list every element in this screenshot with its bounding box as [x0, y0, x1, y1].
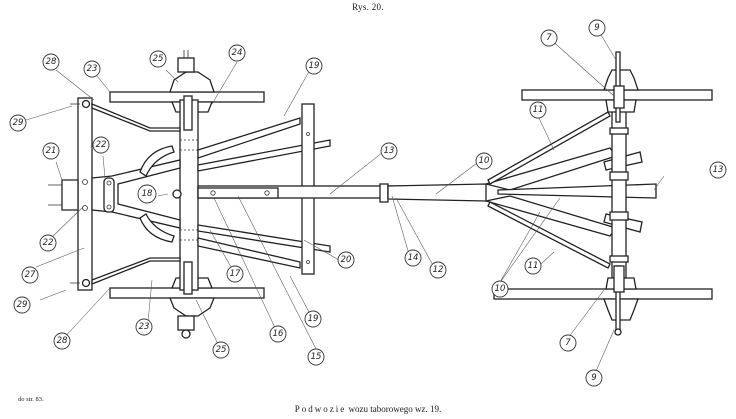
- callout-25: 25: [212, 341, 230, 359]
- callout-24: 24: [228, 44, 246, 62]
- coupling-sleeve: [379, 183, 389, 203]
- rear-hub-cap-bottom: [177, 315, 195, 331]
- callout-20: 20: [337, 251, 355, 269]
- svg-text:28: 28: [57, 336, 68, 346]
- callout-19: 19: [305, 57, 323, 75]
- svg-text:23: 23: [87, 64, 98, 74]
- callout-7: 7: [559, 334, 577, 352]
- callout-22: 22: [39, 234, 57, 252]
- callouts: 28 23 25 24 29 21 22 22 18 27 29 28 23 2…: [9, 19, 727, 387]
- svg-text:27: 27: [25, 270, 36, 280]
- callout-15: 15: [307, 348, 325, 366]
- svg-text:29: 29: [13, 118, 24, 128]
- svg-text:25: 25: [153, 54, 164, 64]
- front-hub-bottom: [603, 298, 639, 321]
- svg-text:10: 10: [479, 156, 490, 166]
- rear-hub-cap-top: [177, 57, 195, 73]
- front-wheel-bottom: [493, 288, 713, 300]
- svg-text:17: 17: [230, 269, 241, 279]
- svg-text:24: 24: [232, 48, 243, 58]
- callout-28: 28: [42, 53, 60, 71]
- front-hub-top: [603, 69, 639, 91]
- page-reference: do str. 83.: [18, 396, 44, 403]
- svg-text:15: 15: [311, 352, 322, 362]
- callout-28: 28: [53, 332, 71, 350]
- callout-21: 21: [42, 142, 60, 160]
- front-pole: [387, 183, 487, 202]
- callout-9: 9: [588, 19, 606, 37]
- svg-text:14: 14: [408, 253, 419, 263]
- callout-29: 29: [13, 296, 31, 314]
- svg-text:11: 11: [528, 261, 539, 271]
- svg-text:16: 16: [273, 329, 284, 339]
- callout-16: 16: [269, 325, 287, 343]
- middle-assembly: [197, 103, 419, 275]
- svg-text:20: 20: [341, 255, 352, 265]
- callout-14: 14: [404, 249, 422, 267]
- leader-lines: [25, 27, 665, 379]
- svg-text:10: 10: [495, 284, 506, 294]
- rear-axle-assembly: [48, 50, 331, 339]
- svg-text:13: 13: [384, 146, 395, 156]
- callout-27: 27: [21, 266, 39, 284]
- callout-13: 13: [380, 142, 398, 160]
- callout-17: 17: [226, 265, 244, 283]
- svg-text:19: 19: [308, 314, 319, 324]
- figure-title: Rys. 20.: [352, 2, 384, 12]
- swingletree-bar: [77, 97, 93, 291]
- figure-caption: Podwozie wozu taborowego wz. 19.: [0, 404, 736, 414]
- callout-9: 9: [585, 369, 603, 387]
- svg-text:28: 28: [46, 57, 57, 67]
- svg-text:18: 18: [142, 189, 153, 199]
- svg-text:23: 23: [139, 322, 150, 332]
- svg-text:9: 9: [594, 23, 599, 33]
- caption-rest: wozu taborowego wz. 19.: [348, 404, 442, 414]
- callout-22: 22: [92, 136, 110, 154]
- callout-18: 18: [137, 184, 157, 204]
- callout-13: 13: [709, 161, 727, 179]
- callout-29: 29: [9, 114, 27, 132]
- svg-text:12: 12: [433, 265, 444, 275]
- svg-text:11: 11: [533, 105, 544, 115]
- caption-spaced-word: Podwozie: [294, 404, 347, 414]
- callout-23: 23: [83, 60, 101, 78]
- rear-hub-bottom: [169, 297, 215, 317]
- svg-text:7: 7: [546, 33, 552, 43]
- svg-text:25: 25: [216, 345, 227, 355]
- rear-hub-top: [169, 71, 215, 93]
- callout-19: 19: [304, 310, 322, 328]
- callout-10: 10: [491, 280, 509, 298]
- callout-25: 25: [149, 50, 167, 68]
- callout-7: 7: [540, 29, 558, 47]
- svg-text:13: 13: [713, 165, 724, 175]
- svg-text:19: 19: [309, 61, 320, 71]
- svg-text:9: 9: [591, 373, 596, 383]
- callout-12: 12: [429, 261, 447, 279]
- svg-text:29: 29: [17, 300, 28, 310]
- svg-text:21: 21: [46, 146, 57, 156]
- svg-text:7: 7: [565, 338, 571, 348]
- callout-10: 10: [475, 152, 493, 170]
- front-axle-assembly: [387, 51, 713, 336]
- svg-text:22: 22: [96, 140, 107, 150]
- callout-23: 23: [135, 318, 153, 336]
- callout-11: 11: [524, 257, 542, 275]
- svg-text:22: 22: [43, 238, 54, 248]
- callout-11: 11: [529, 101, 547, 119]
